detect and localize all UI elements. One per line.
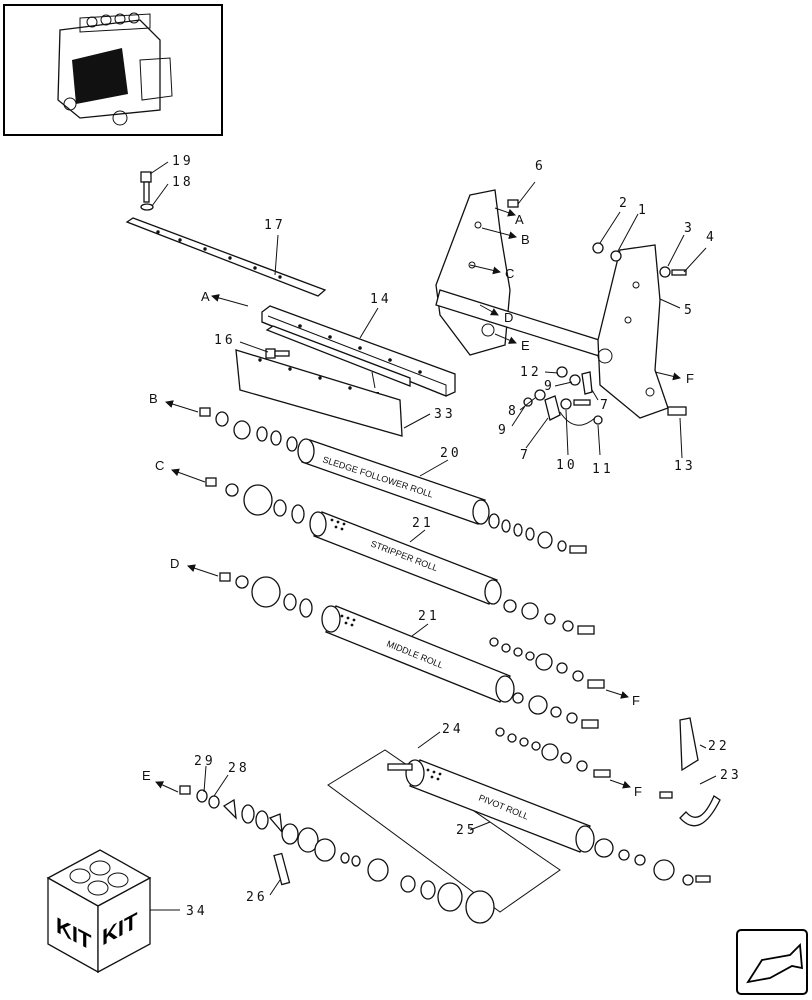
- next-page-arrow-icon[interactable]: [736, 929, 808, 995]
- callout-20: 20: [440, 446, 462, 461]
- callout-4: 4: [706, 230, 717, 245]
- ref-F-middle: F: [632, 693, 640, 708]
- callout-2: 2: [619, 196, 630, 211]
- bolt-19: [140, 171, 154, 211]
- callout-8: 8: [508, 404, 519, 419]
- thumbnail-baler-icon[interactable]: [3, 4, 223, 136]
- ref-D-left: D: [170, 556, 179, 571]
- stripper-roll: STRIPPER ROLL: [309, 511, 502, 605]
- side-plate-right: [597, 244, 669, 419]
- callout-28: 28: [228, 761, 250, 776]
- callout-7-top: 7: [600, 398, 611, 413]
- callout-24: 24: [442, 722, 464, 737]
- callout-34: 34: [186, 904, 208, 919]
- callout-17: 17: [264, 218, 286, 233]
- ref-F-top: F: [686, 371, 694, 386]
- callout-10: 10: [556, 458, 578, 473]
- kit-box-icon: KIT KIT: [46, 849, 152, 974]
- callout-23: 23: [720, 768, 742, 783]
- clamp-22: [679, 717, 699, 772]
- callout-19: 19: [172, 154, 194, 169]
- strip-17: [125, 217, 327, 297]
- callout-5: 5: [684, 303, 695, 318]
- callout-13: 13: [674, 459, 696, 474]
- callout-7-bottom: 7: [520, 448, 531, 463]
- callout-22: 22: [708, 739, 730, 754]
- plate-33: [235, 349, 403, 437]
- side-plate-left: [435, 189, 511, 356]
- callout-21-bottom: 21: [418, 609, 440, 624]
- callout-9-bottom: 9: [498, 423, 509, 438]
- ref-F-bottom: F: [634, 784, 642, 799]
- bolt-16: [265, 348, 290, 359]
- callout-33: 33: [434, 407, 456, 422]
- callout-1: 1: [638, 203, 649, 218]
- callout-3: 3: [684, 221, 695, 236]
- callout-25: 25: [456, 823, 478, 838]
- callout-18: 18: [172, 175, 194, 190]
- pivot-roll: PIVOT ROLL: [387, 759, 595, 853]
- ref-B-left: B: [149, 391, 158, 406]
- callout-26: 26: [246, 890, 268, 905]
- ref-C-right: C: [505, 266, 514, 281]
- callout-11: 11: [592, 462, 614, 477]
- callout-6: 6: [535, 159, 546, 174]
- ref-B-right: B: [521, 232, 530, 247]
- callout-9-top: 9: [544, 379, 555, 394]
- ref-A-right: A: [515, 212, 524, 227]
- callout-16: 16: [214, 333, 236, 348]
- ref-C-left: C: [155, 458, 164, 473]
- callout-14: 14: [370, 292, 392, 307]
- ref-A-left: A: [201, 289, 210, 304]
- ref-E-right: E: [521, 338, 530, 353]
- callout-12: 12: [520, 365, 542, 380]
- ref-E-left: E: [142, 768, 151, 783]
- callout-29: 29: [194, 754, 216, 769]
- ref-D-right: D: [504, 310, 513, 325]
- callout-21-top: 21: [412, 516, 434, 531]
